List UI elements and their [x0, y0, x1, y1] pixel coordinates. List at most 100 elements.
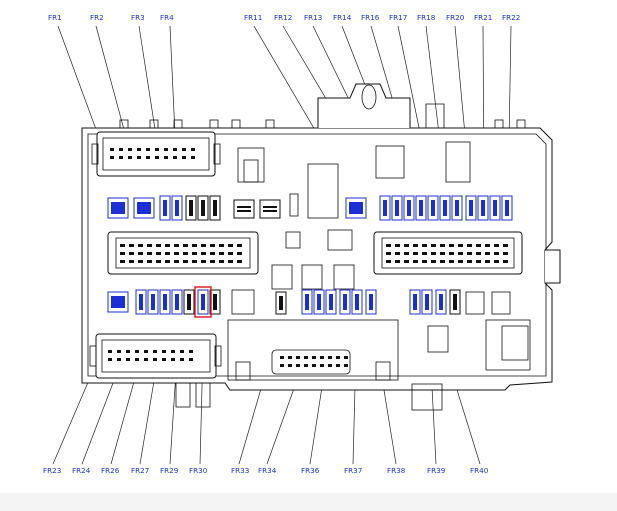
bottom-labels: FR23 FR24 FR26 FR27 FR29 FR30 FR33 FR34 …: [43, 466, 489, 475]
label-fr14: FR14: [333, 13, 352, 22]
pin: [213, 294, 217, 310]
pin: [288, 364, 292, 367]
pin: [147, 244, 152, 247]
pin: [138, 252, 143, 255]
pin: [164, 148, 168, 151]
pin: [135, 350, 139, 353]
pin: [344, 356, 348, 359]
pin: [328, 364, 332, 367]
pin: [128, 148, 132, 151]
bottom-left-connector: [89, 333, 222, 408]
pin: [189, 350, 193, 353]
relay-blocks: [227, 141, 531, 411]
pin: [180, 350, 184, 353]
pin: [455, 200, 459, 216]
pin: [453, 294, 457, 310]
pin: [458, 260, 463, 263]
pin: [467, 252, 472, 255]
pin: [422, 260, 427, 263]
pin: [171, 358, 175, 361]
pin: [111, 202, 125, 214]
bottom-strip: [0, 493, 617, 511]
pin: [422, 244, 427, 247]
pin: [320, 356, 324, 359]
pin: [431, 244, 436, 247]
pin: [162, 350, 166, 353]
pin: [263, 206, 277, 208]
pin: [144, 358, 148, 361]
pin: [449, 252, 454, 255]
pin: [151, 294, 155, 310]
pin: [467, 260, 472, 263]
pin: [469, 200, 473, 216]
pin: [120, 260, 125, 263]
pin: [237, 206, 251, 208]
pin: [485, 252, 490, 255]
pin: [493, 200, 497, 216]
pin: [189, 358, 193, 361]
pin: [503, 244, 508, 247]
pin: [329, 294, 333, 310]
pin: [128, 156, 132, 159]
pin: [494, 252, 499, 255]
label-fr16: FR16: [361, 13, 380, 22]
pin: [228, 260, 233, 263]
pin: [458, 244, 463, 247]
pin: [147, 260, 152, 263]
pin: [146, 156, 150, 159]
highlight-fr30: [194, 286, 212, 318]
pin: [173, 148, 177, 151]
pin: [312, 356, 316, 359]
pin: [126, 358, 130, 361]
pin: [449, 260, 454, 263]
pin: [503, 260, 508, 263]
pin: [171, 350, 175, 353]
pin: [183, 260, 188, 263]
pin: [481, 200, 485, 216]
pin: [237, 244, 242, 247]
pin: [422, 252, 427, 255]
pin: [144, 350, 148, 353]
pin: [280, 364, 284, 367]
pin: [110, 148, 114, 151]
pin: [191, 148, 195, 151]
pin: [163, 200, 167, 216]
label-fr30: FR30: [189, 466, 208, 475]
pin: [296, 356, 300, 359]
pin: [219, 252, 224, 255]
pin: [173, 156, 177, 159]
pin: [228, 244, 233, 247]
pin: [192, 260, 197, 263]
pin: [201, 252, 206, 255]
pin: [137, 156, 141, 159]
pin: [108, 358, 112, 361]
pin: [183, 252, 188, 255]
pin: [386, 260, 391, 263]
label-fr3: FR3: [131, 13, 145, 22]
pin: [431, 252, 436, 255]
pin: [174, 244, 179, 247]
pin: [407, 200, 411, 216]
pin: [485, 244, 490, 247]
pin: [228, 252, 233, 255]
pin: [404, 244, 409, 247]
pin: [288, 356, 292, 359]
pin: [126, 350, 130, 353]
pin: [280, 356, 284, 359]
pin: [111, 296, 125, 308]
label-fr38: FR38: [387, 466, 406, 475]
pin: [174, 260, 179, 263]
pin: [413, 252, 418, 255]
pin: [146, 148, 150, 151]
pin: [117, 358, 121, 361]
pin: [213, 200, 217, 216]
pin: [138, 244, 143, 247]
label-fr26: FR26: [101, 466, 120, 475]
label-fr21: FR21: [474, 13, 492, 22]
pin: [165, 252, 170, 255]
pin: [336, 364, 340, 367]
pin: [503, 252, 508, 255]
pin: [263, 210, 277, 212]
pin: [191, 156, 195, 159]
pin: [440, 252, 445, 255]
